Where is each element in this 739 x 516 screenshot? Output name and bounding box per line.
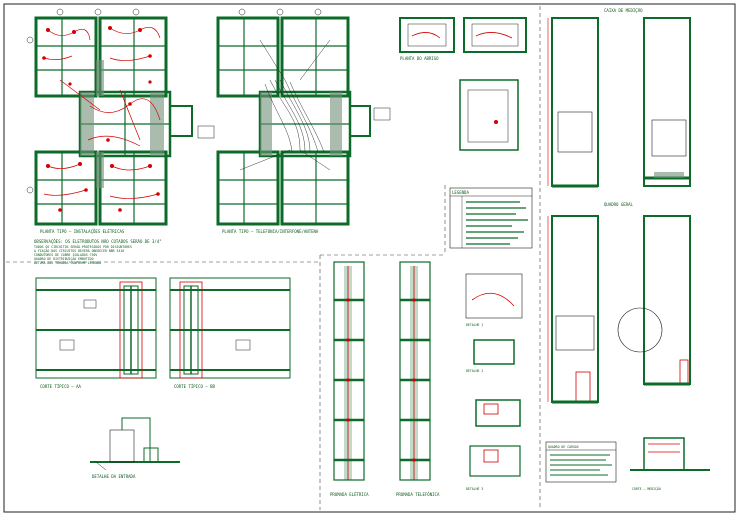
general-notes: OBSERVAÇÕES: OS ELETRODUTOS NÃO COTADOS …	[34, 239, 162, 265]
section-left-caption: CORTE TÍPICO — AA	[40, 384, 82, 389]
note-line-1: OBSERVAÇÕES: OS ELETRODUTOS NÃO COTADOS …	[34, 239, 162, 244]
right-top-caption: CAIXA DE MEDIÇÃO	[604, 8, 643, 13]
note-line-3: A FIAÇÃO DOS CIRCUITOS DEVERÁ OBEDECER N…	[34, 248, 124, 253]
small-detail-1-caption: DETALHE 1	[466, 323, 483, 327]
floor-plan-telephone	[216, 8, 391, 226]
riser-telephone	[399, 261, 431, 481]
right-bottom-caption: CORTE — MEDIÇÃO	[632, 486, 661, 491]
riser-electrical	[333, 261, 365, 481]
note-line-5: QUADRO DE DISTRIBUIÇÃO EMBUTIDO	[34, 256, 94, 261]
sheet-border	[3, 3, 736, 513]
right-mid-caption: QUADRO GERAL	[604, 202, 633, 207]
measurement-section-detail	[630, 437, 710, 471]
section-right-caption: CORTE TÍPICO — BB	[174, 384, 216, 389]
section-left	[35, 277, 157, 379]
riser-caption-1: PRUMADA ELÉTRICA	[330, 492, 369, 497]
section-right	[169, 277, 291, 379]
legend-table	[449, 187, 533, 249]
small-detail-3-caption: DETALHE 3	[466, 487, 483, 491]
panel-section-left	[547, 215, 599, 404]
meter-box-plans	[399, 17, 527, 151]
entry-detail	[90, 417, 180, 471]
floor-plan-electrical	[26, 8, 215, 226]
box-plan-caption: PLANTA DO ABRIGO	[400, 56, 439, 61]
plan-left-caption: PLANTA TIPO — INSTALAÇÕES ELÉTRICAS	[40, 229, 125, 234]
riser-caption-2: PRUMADA TELEFÔNICA	[396, 492, 440, 497]
small-details	[465, 273, 523, 477]
note-line-4: CONDUTORES DE COBRE ISOLADOS 750V	[34, 253, 97, 257]
meter-box-top-right	[643, 17, 691, 187]
load-table	[545, 441, 617, 483]
panel-section-right	[617, 215, 691, 386]
small-detail-2-caption: DETALHE 2	[466, 369, 483, 373]
plan-right-caption: PLANTA TIPO — TELEFONIA/INTERFONE/ANTENA	[222, 229, 319, 234]
note-line-2: TODOS OS CIRCUITOS SERÃO PROTEGIDOS POR …	[34, 244, 132, 249]
entry-detail-caption: DETALHE DA ENTRADA	[92, 474, 136, 479]
note-line-6: ALTURA DAS TOMADAS CONFORME LEGENDA	[34, 261, 101, 265]
legend-title: LEGENDA	[452, 190, 469, 195]
meter-box-top-left	[547, 17, 599, 188]
table-title: QUADRO DE CARGAS	[548, 445, 579, 449]
